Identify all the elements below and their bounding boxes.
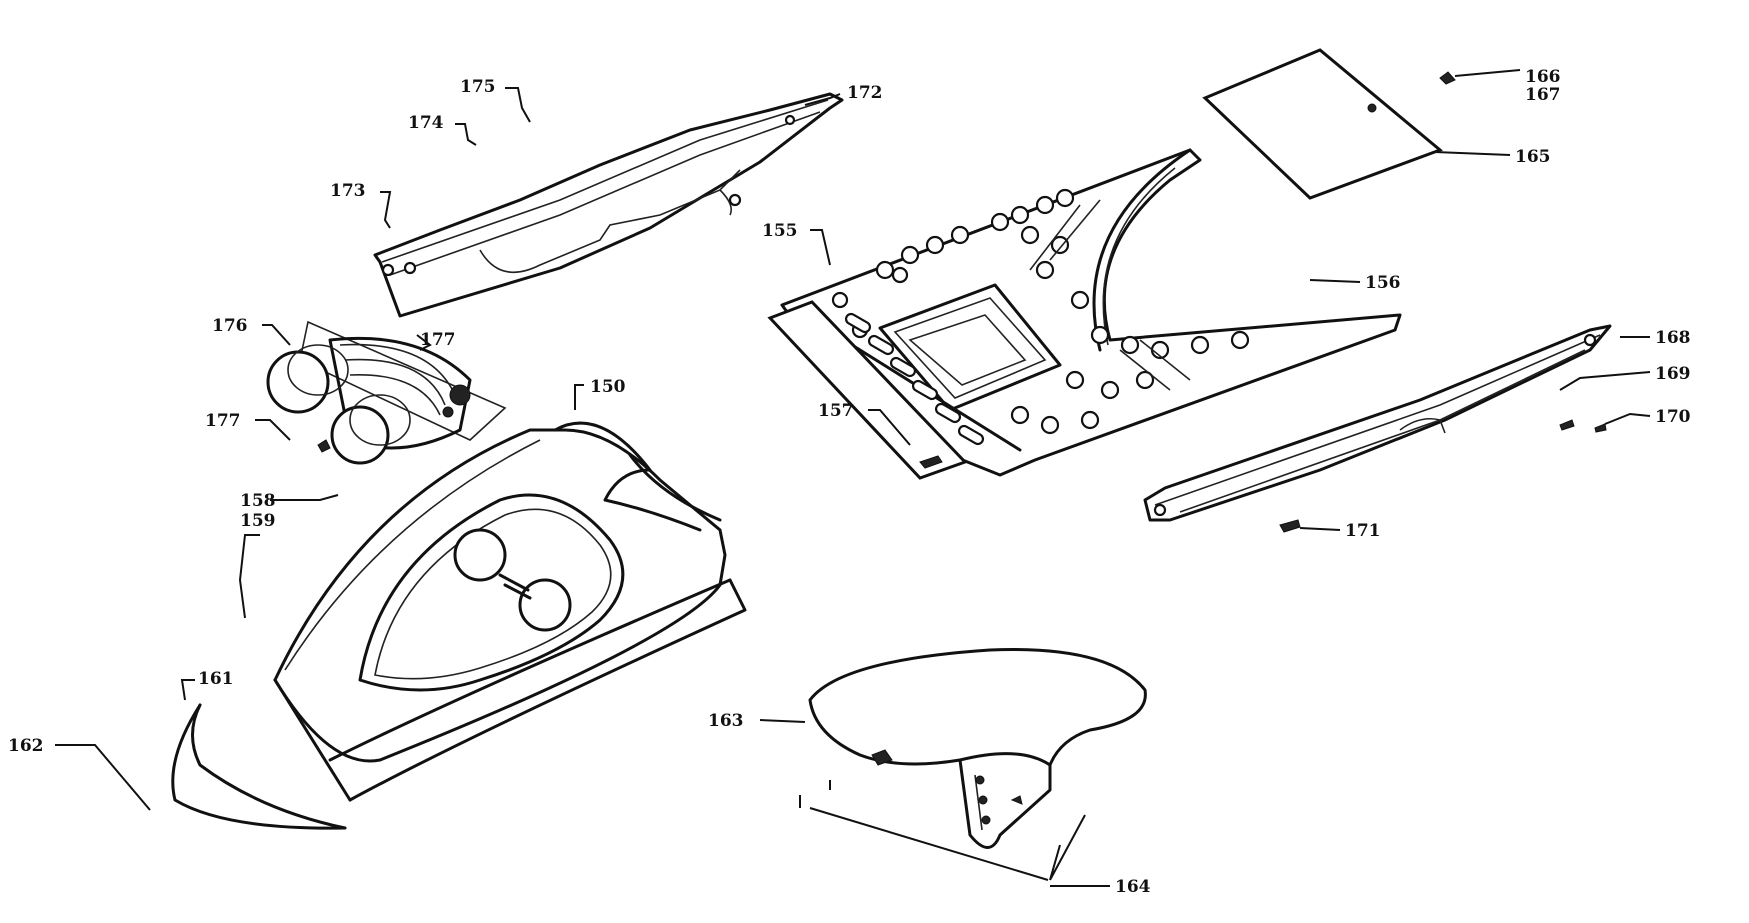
label-168: 168 (1655, 328, 1691, 348)
label-165: 165 (1515, 147, 1551, 167)
right-side-rail-part (1143, 324, 1612, 533)
label-177-bottom: 177 (205, 411, 241, 431)
label-162: 162 (8, 736, 44, 756)
label-171: 171 (1345, 521, 1381, 541)
label-161: 161 (198, 669, 234, 689)
label-150: 150 (590, 377, 626, 397)
reference-numerals: 175 174 173 172 166 167 165 155 156 157 … (8, 67, 1691, 897)
label-170: 170 (1655, 407, 1691, 427)
label-157: 157 (818, 401, 854, 421)
front-cowl-part (273, 421, 747, 802)
label-156: 156 (1365, 273, 1401, 293)
gauge-cluster-part (266, 320, 507, 465)
label-155: 155 (762, 221, 798, 241)
frame-slot-holes (844, 312, 985, 446)
frame-mounting-holes (831, 188, 1250, 435)
front-plate-part (767, 300, 968, 480)
label-164: 164 (1115, 877, 1151, 897)
seat-part (808, 648, 1147, 849)
label-175: 175 (460, 77, 496, 97)
label-176: 176 (212, 316, 248, 336)
label-173: 173 (330, 181, 366, 201)
label-169: 169 (1655, 364, 1691, 384)
upper-side-rail-part (373, 92, 844, 318)
label-177-top: 177 (420, 330, 456, 350)
label-163: 163 (708, 711, 744, 731)
label-159: 159 (240, 511, 276, 531)
leader-lines (55, 69, 1651, 887)
label-158: 158 (240, 491, 276, 511)
rear-cover-plate-part (1202, 48, 1456, 200)
main-frame-part (780, 148, 1402, 477)
label-174: 174 (408, 113, 444, 133)
label-167: 167 (1525, 85, 1561, 105)
front-fender-trim-part (171, 703, 347, 830)
label-166: 166 (1525, 67, 1561, 87)
label-172: 172 (847, 83, 883, 103)
